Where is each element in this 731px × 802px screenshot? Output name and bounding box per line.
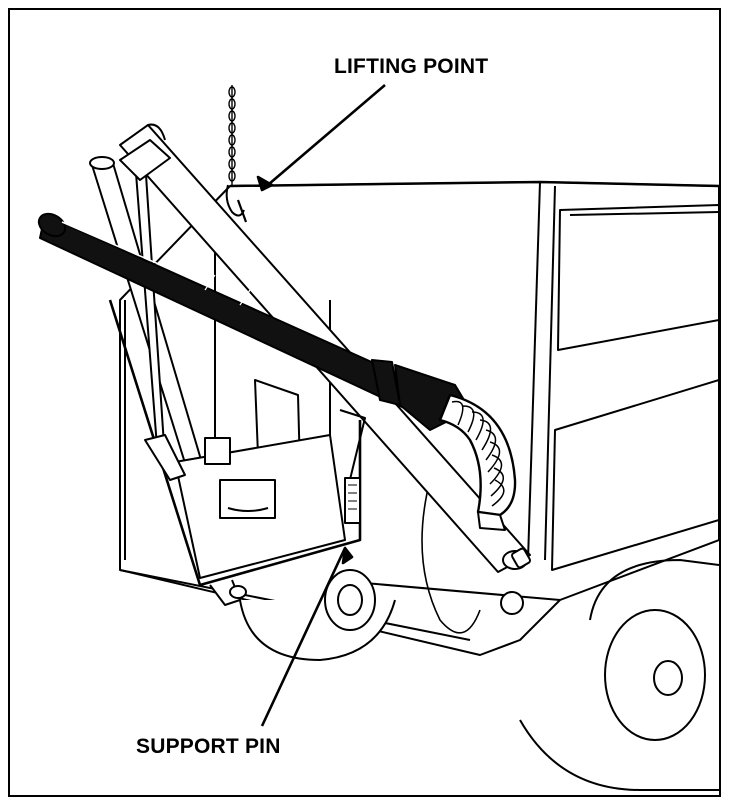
lifting-point-arrowhead: [256, 175, 274, 192]
lifting-hook-icon: [236, 199, 248, 223]
lifting-point-leader: [261, 84, 386, 191]
lifting-chain: [225, 85, 245, 217]
hose: [37, 212, 517, 531]
support-pin-arrowhead: [341, 546, 354, 565]
cable-loop: [421, 479, 481, 634]
wheels: [239, 559, 719, 791]
lifting-point-label: LIFTING POINT: [334, 55, 489, 78]
support-pin-label: SUPPORT PIN: [136, 735, 281, 758]
leader-lines: [256, 84, 386, 727]
bracket-frame: [108, 299, 366, 606]
support-pin-leader: [260, 547, 347, 727]
